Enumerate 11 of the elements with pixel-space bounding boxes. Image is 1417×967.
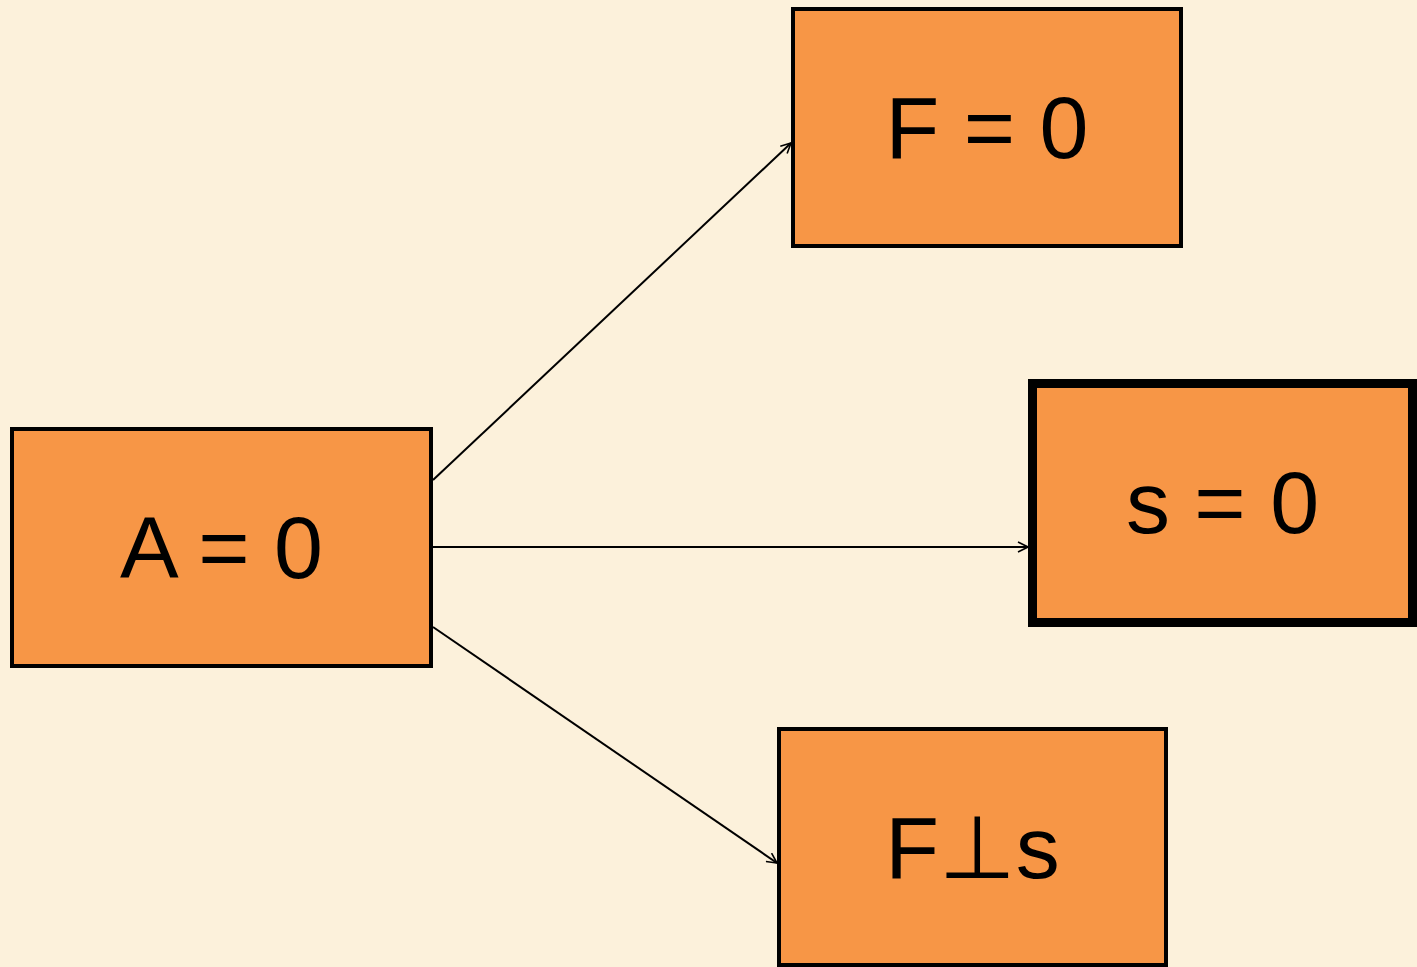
arrow — [432, 541, 1029, 553]
node-label: A = 0 — [119, 496, 324, 599]
process-box — [791, 7, 1183, 248]
node-label: F⊥s — [885, 796, 1060, 899]
node-label: F = 0 — [885, 76, 1089, 179]
process-box — [777, 727, 1168, 967]
process-box — [10, 427, 433, 668]
arrow — [432, 626, 778, 864]
node-label: s = 0 — [1125, 452, 1320, 554]
process-box — [1028, 379, 1417, 627]
arrow — [432, 142, 792, 481]
